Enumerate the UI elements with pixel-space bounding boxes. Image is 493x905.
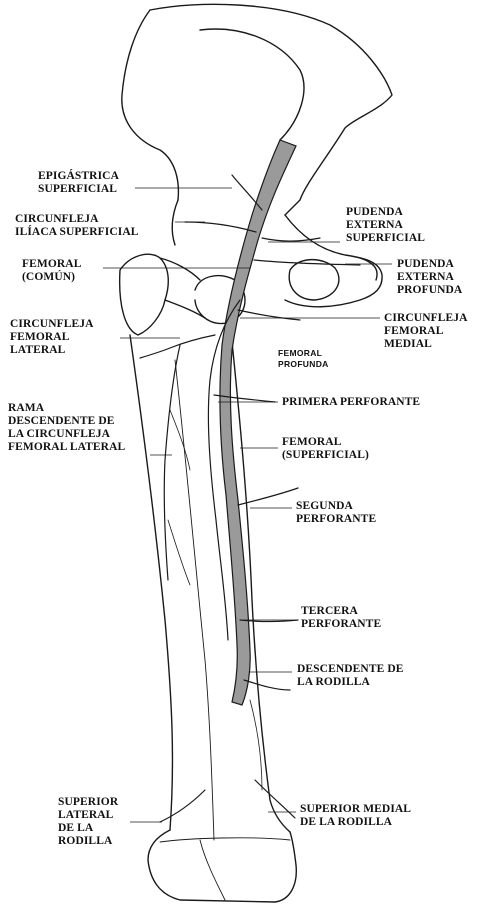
condyle-line xyxy=(160,838,290,842)
collateral-lateral-1 xyxy=(170,410,190,470)
label-superior-medial-rodilla: SUPERIOR MEDIAL DE LA RODILLA xyxy=(300,803,411,829)
label-femoral-superficial: FEMORAL (SUPERFICIAL) xyxy=(282,436,369,462)
superior-lateral-genicular-branch xyxy=(160,790,205,822)
label-tercera-perforante: TERCERA PERFORANTE xyxy=(301,605,381,631)
label-segunda-perforante: SEGUNDA PERFORANTE xyxy=(296,500,376,526)
iliac-crest-inner xyxy=(122,10,179,200)
ilium-inner-contour xyxy=(200,29,304,140)
collateral-lateral-2 xyxy=(168,520,190,585)
femoral-neck-lower xyxy=(165,300,205,318)
descending-genicular-branch xyxy=(244,680,290,690)
label-epigastrica-superficial: EPIGÁSTRICA SUPERFICIAL xyxy=(38,170,119,196)
hip-socket-rim xyxy=(172,200,178,245)
label-pudenda-externa-superficial: PUDENDA EXTERNA SUPERFICIAL xyxy=(346,206,425,245)
femur-lateral-edge xyxy=(130,335,172,830)
label-circunfleja-femoral-medial: CIRCUNFLEJA FEMORAL MEDIAL xyxy=(384,312,468,351)
label-femoral-comun: FEMORAL (COMÚN) xyxy=(22,258,81,284)
pubic-rim xyxy=(360,258,377,280)
superficial-iliac-circumflex-branch xyxy=(185,222,256,232)
intercondylar-line xyxy=(200,840,225,900)
greater-trochanter xyxy=(120,254,169,335)
obturator-foramen xyxy=(289,260,339,300)
second-perforating-branch xyxy=(238,488,298,505)
label-superior-lateral-rodilla: SUPERIOR LATERAL DE LA RODILLA xyxy=(58,796,118,848)
medial-circumflex-branch xyxy=(238,310,300,320)
linea-aspera xyxy=(175,360,214,840)
label-circunfleja-iliaca-superficial: CIRCUNFLEJA ILÍACA SUPERFICIAL xyxy=(15,213,139,239)
label-pudenda-externa-profunda: PUDENDA EXTERNA PROFUNDA xyxy=(397,258,462,297)
superficial-epigastric-branch xyxy=(232,175,262,210)
label-descendente-rodilla: DESCENDENTE DE LA RODILLA xyxy=(297,663,404,689)
external-pudendal-deep-branch xyxy=(254,260,360,265)
label-circunfleja-femoral-lateral: CIRCUNFLEJA FEMORAL LATERAL xyxy=(10,318,94,357)
label-rama-descendente: RAMA DESCENDENTE DE LA CIRCUNFLEJA FEMOR… xyxy=(8,402,125,454)
label-primera-perforante: PRIMERA PERFORANTE xyxy=(282,396,420,409)
label-femoral-profunda: FEMORAL PROFUNDA xyxy=(278,348,329,370)
